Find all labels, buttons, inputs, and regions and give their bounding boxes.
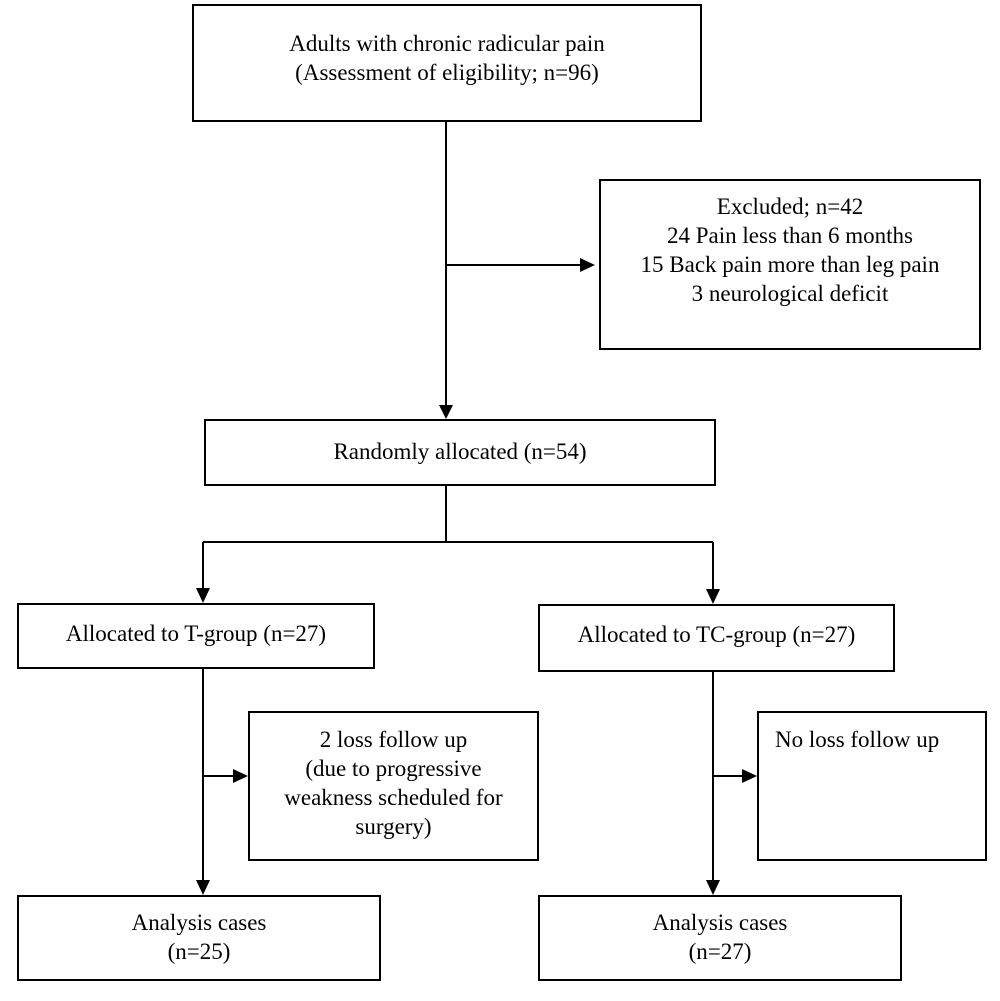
t-analysis-box: Analysis cases (n=25) [17, 895, 381, 981]
excluded-box: Excluded; n=42 24 Pain less than 6 month… [599, 179, 981, 350]
arrowhead-t-loss [233, 769, 248, 783]
tc-loss-box: No loss follow up [757, 711, 987, 861]
arrowhead-tc-group [706, 589, 720, 604]
tc-group-box: Allocated to TC-group (n=27) [538, 604, 895, 672]
t-group-line-1: Allocated to T-group (n=27) [65, 621, 327, 646]
tc-loss-line-1: No loss follow up [775, 727, 940, 752]
tc-analysis-line-2: (n=27) [688, 939, 752, 964]
t-loss-line-2: (due to progressive [305, 756, 482, 781]
t-loss-line-3: weakness scheduled for [284, 785, 503, 810]
arrowhead-randomized [439, 405, 453, 419]
arrowhead-tc-loss [742, 769, 757, 783]
tc-analysis-line-1: Analysis cases [652, 910, 788, 935]
t-loss-line-1: 2 loss follow up [319, 727, 468, 752]
excluded-line-2: 24 Pain less than 6 months [667, 223, 913, 248]
t-analysis-line-1: Analysis cases [131, 910, 267, 935]
excluded-line-3: 15 Back pain more than leg pain [640, 252, 940, 277]
excluded-line-1: Excluded; n=42 [716, 194, 864, 219]
arrowhead-excluded [580, 258, 595, 272]
arrowhead-t-analysis [196, 880, 210, 895]
arrowhead-t-group [196, 588, 210, 603]
excluded-line-4: 3 neurological deficit [691, 281, 889, 306]
eligibility-line-2: (Assessment of eligibility; n=96) [295, 60, 599, 85]
eligibility-line-1: Adults with chronic radicular pain [289, 31, 605, 56]
t-loss-box: 2 loss follow up (due to progressive wea… [248, 711, 539, 861]
randomized-box: Randomly allocated (n=54) [204, 419, 716, 486]
tc-analysis-box: Analysis cases (n=27) [538, 895, 902, 981]
randomized-line-1: Randomly allocated (n=54) [333, 439, 587, 464]
eligibility-box: Adults with chronic radicular pain (Asse… [192, 4, 702, 122]
t-group-box: Allocated to T-group (n=27) [17, 603, 375, 669]
t-analysis-line-2: (n=25) [167, 939, 231, 964]
arrowhead-tc-analysis [706, 880, 720, 895]
tc-group-line-1: Allocated to TC-group (n=27) [577, 622, 856, 647]
t-loss-line-4: surgery) [355, 814, 432, 839]
